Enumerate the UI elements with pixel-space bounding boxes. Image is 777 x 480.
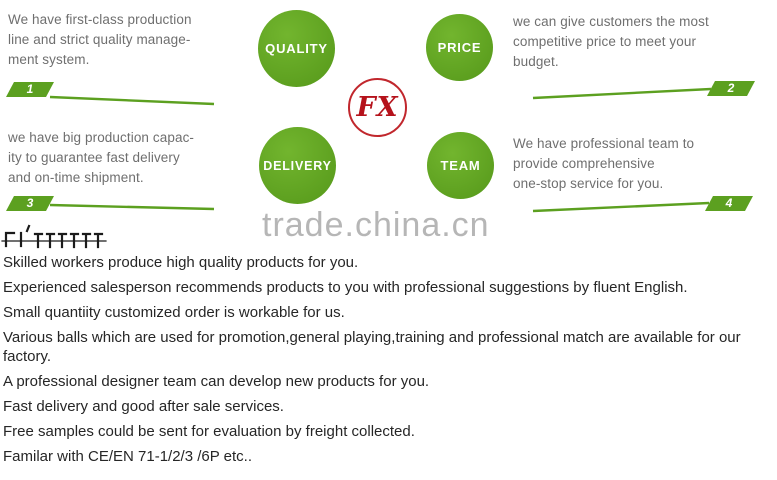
bullet-line: Various balls which are used for promoti…: [3, 329, 741, 365]
circle-label: QUALITY: [265, 41, 328, 56]
clipped-text-artifact: [1, 224, 107, 249]
description-line: ity to guarantee fast delivery: [8, 150, 180, 165]
badge-number: 2: [727, 81, 735, 95]
fx-logo-circle: FX: [348, 78, 407, 137]
bullet-line: Experienced salesperson recommends produ…: [3, 279, 688, 296]
delivery-circle: DELIVERY: [259, 127, 336, 204]
price-circle: PRICE: [426, 14, 493, 81]
circle-label: PRICE: [437, 40, 482, 55]
team-circle: TEAM: [427, 132, 494, 199]
trade-china-watermark: trade.china.cn: [262, 206, 490, 244]
bullet-line: Fast delivery and good after sale servic…: [3, 398, 284, 415]
description-line: we have big production capac-: [8, 130, 195, 145]
fx-logo-text: FX: [356, 92, 399, 123]
badge-number: 4: [725, 196, 733, 210]
description-line: ment system.: [8, 52, 90, 67]
bullet-line: Familar with CE/EN 71-1/2/3 /6P etc..: [3, 448, 252, 465]
feature-bullet-list: Skilled workers produce high quality pro…: [3, 253, 775, 472]
feature-quality-number-badge: 1: [6, 82, 54, 97]
description-line: line and strict quality manage-: [8, 32, 191, 47]
connector-line-delivery: [49, 203, 215, 211]
description-line: and on-time shipment.: [8, 170, 144, 185]
bullet-line: A professional designer team can develop…: [3, 373, 430, 390]
description-line: We have first-class production: [8, 12, 192, 27]
connector-line-price: [532, 87, 712, 100]
feature-team-number-badge: 4: [705, 196, 753, 211]
description-line: budget.: [513, 54, 559, 69]
feature-delivery-description: we have big production capac- ity to gua…: [8, 128, 194, 188]
connector-line-team: [532, 201, 710, 213]
circle-label: DELIVERY: [263, 158, 332, 173]
description-line: provide comprehensive: [513, 156, 655, 171]
feature-price-number-badge: 2: [707, 81, 755, 96]
description-line: we can give customers the most: [513, 14, 709, 29]
description-line: one-stop service for you.: [513, 176, 664, 191]
badge-number: 1: [26, 82, 34, 96]
circle-label: TEAM: [440, 158, 481, 173]
description-line: We have professional team to: [513, 136, 695, 151]
feature-quality-description: We have first-class production line and …: [8, 10, 192, 70]
bullet-line: Small quantiity customized order is work…: [3, 304, 345, 321]
quality-circle: QUALITY: [258, 10, 335, 87]
feature-delivery-number-badge: 3: [6, 196, 54, 211]
feature-team-description: We have professional team to provide com…: [513, 134, 694, 194]
feature-price-description: we can give customers the most competiti…: [513, 12, 709, 72]
bullet-line: Skilled workers produce high quality pro…: [3, 254, 359, 271]
description-line: competitive price to meet your: [513, 34, 697, 49]
bullet-line: Free samples could be sent for evaluatio…: [3, 423, 415, 440]
connector-line-quality: [49, 95, 215, 106]
badge-number: 3: [26, 196, 34, 210]
